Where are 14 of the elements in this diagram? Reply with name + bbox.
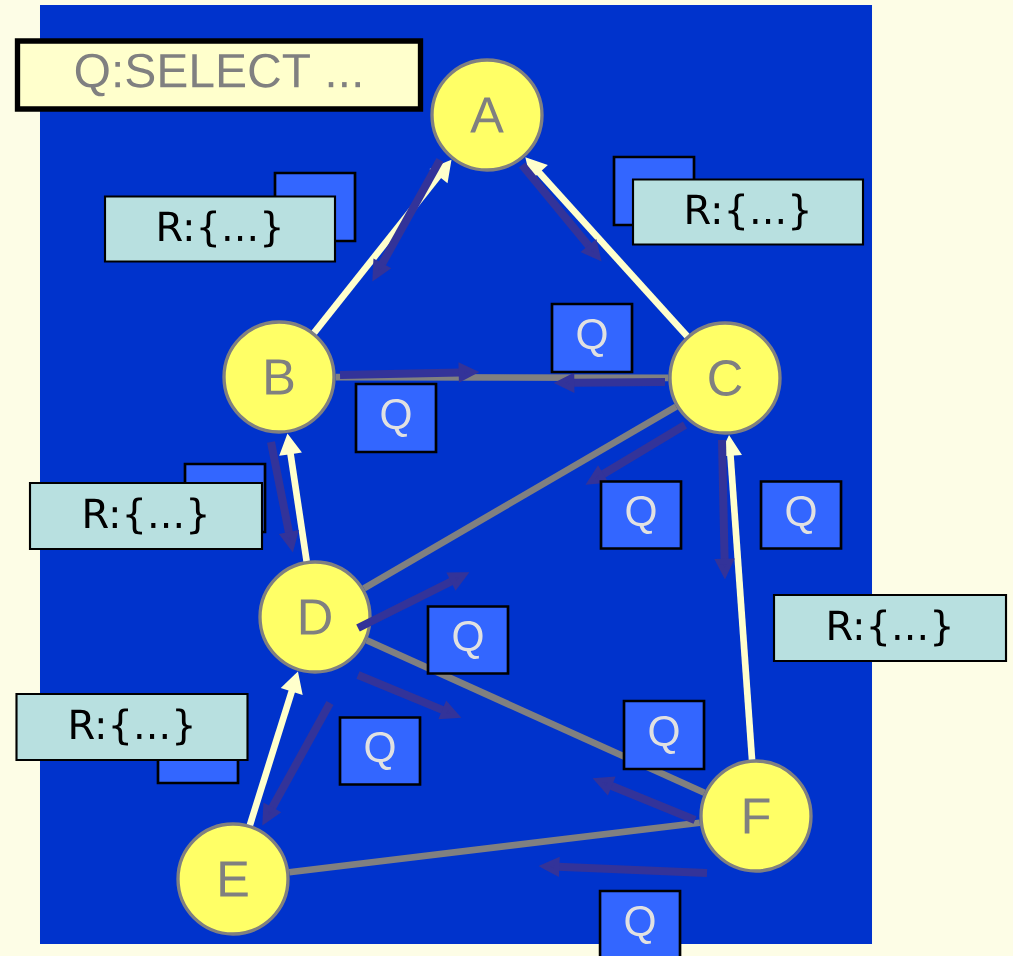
- query-box: Q: [550, 302, 634, 374]
- query-box: Q: [622, 699, 706, 771]
- query-box: Q: [598, 889, 682, 956]
- query-box: Q: [354, 382, 438, 454]
- query-box: Q: [426, 605, 510, 675]
- select-query-box: Q:SELECT ...: [14, 38, 424, 112]
- query-box: Q: [599, 480, 683, 550]
- reply-box: R:{...}: [28, 462, 267, 551]
- reply-box: R:{...}: [103, 171, 357, 263]
- query-box: Q: [338, 716, 422, 786]
- reply-box: R:{...}: [612, 155, 865, 246]
- reply-box: R:{...}: [772, 593, 1008, 663]
- reply-box: R:{...}: [15, 692, 249, 785]
- query-box: Q: [759, 480, 843, 550]
